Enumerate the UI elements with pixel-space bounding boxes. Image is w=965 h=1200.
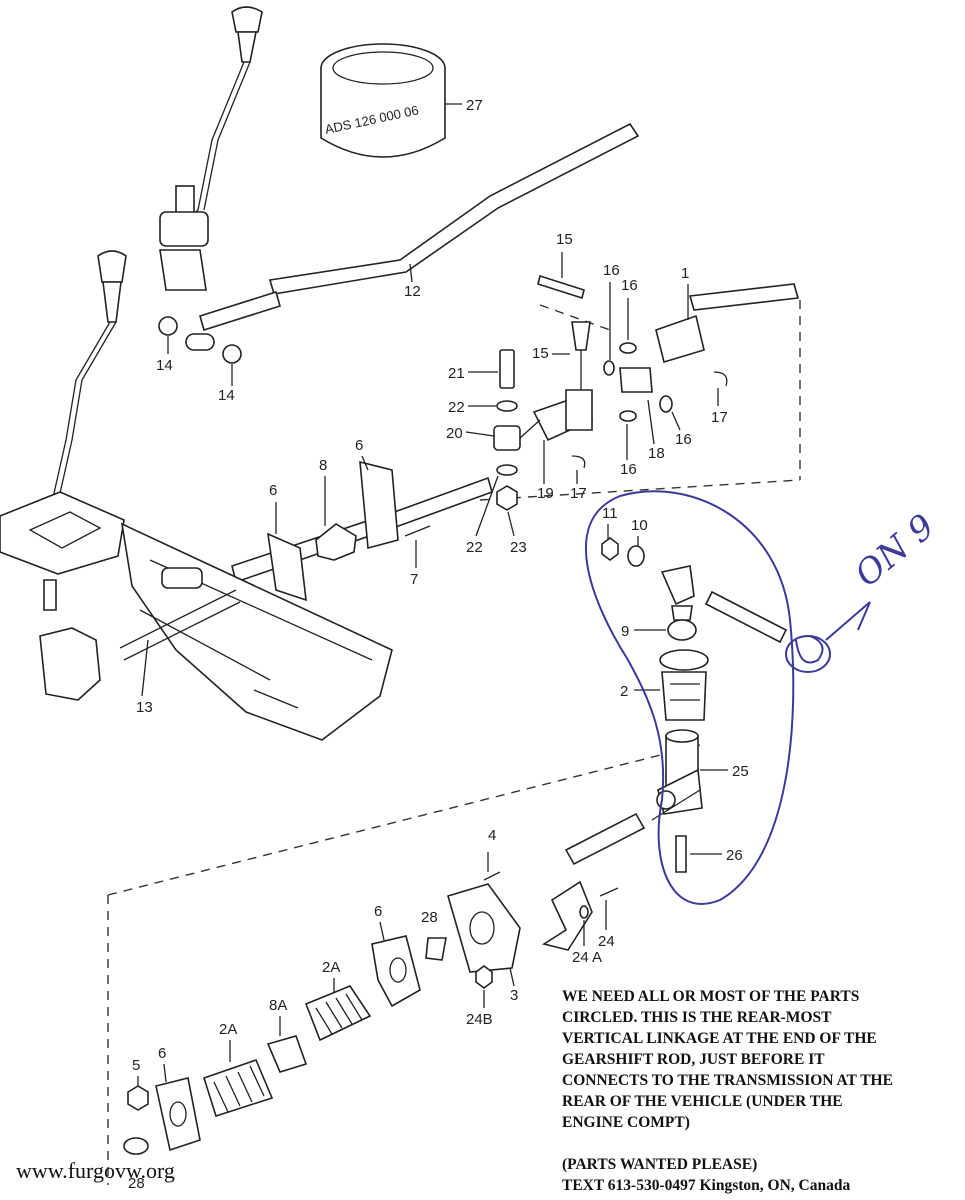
label-6-a: 6: [355, 437, 363, 454]
label-5: 5: [132, 1057, 140, 1074]
label-3: 3: [510, 987, 518, 1004]
label-6-d: 6: [158, 1045, 166, 1062]
label-1: 1: [681, 265, 689, 282]
upper-shift-lever: [159, 6, 263, 291]
label-6-b: 6: [269, 482, 277, 499]
label-2A-lower: 2A: [219, 1021, 237, 1038]
note-line: (PARTS WANTED PLEASE): [562, 1156, 758, 1173]
label-16-a: 16: [603, 262, 620, 279]
label-27: 27: [466, 97, 483, 114]
coupling-linkage-group: [493, 274, 800, 511]
dashed-frame: [107, 300, 801, 1185]
label-24B: 24B: [466, 1011, 493, 1028]
note-line: WE NEED ALL OR MOST OF THE PARTS: [562, 988, 860, 1005]
note-line: GEARSHIFT ROD, JUST BEFORE IT: [562, 1051, 825, 1068]
label-17-mid: 17: [570, 485, 587, 502]
note-line: ENGINE COMPT): [562, 1114, 690, 1131]
lower-shift-lever: [0, 250, 127, 701]
note-line: CONNECTS TO THE TRANSMISSION AT THE: [562, 1072, 893, 1089]
label-22-bottom: 22: [466, 539, 483, 556]
label-8: 8: [319, 457, 327, 474]
label-7: 7: [410, 571, 418, 588]
label-23: 23: [510, 539, 527, 556]
lower-rod: [541, 812, 646, 951]
label-2A-upper: 2A: [322, 959, 340, 976]
label-16-b: 16: [621, 277, 638, 294]
label-16-d: 16: [620, 461, 637, 478]
bushings-14: [158, 316, 242, 386]
label-16-c: 16: [675, 431, 692, 448]
label-13: 13: [136, 699, 153, 716]
gearshift-rod-12: [199, 122, 640, 332]
label-19: 19: [537, 485, 554, 502]
label-2: 2: [620, 683, 628, 700]
label-24: 24: [598, 933, 615, 950]
note-line: CIRCLED. THIS IS THE REAR-MOST: [562, 1009, 832, 1026]
label-10: 10: [631, 517, 648, 534]
label-17-right: 17: [711, 409, 728, 426]
label-21: 21: [448, 365, 465, 382]
label-24A: 24 A: [572, 949, 602, 966]
label-9: 9: [621, 623, 629, 640]
note-line: VERTICAL LINKAGE AT THE END OF THE: [562, 1030, 877, 1047]
label-28-mid: 28: [421, 909, 438, 926]
contact-line: TEXT 613-530-0497 Kingston, ON, Canada: [562, 1177, 851, 1194]
flange-parts: [123, 852, 619, 1155]
label-14-left: 14: [156, 357, 173, 374]
label-4: 4: [488, 827, 496, 844]
label-15-top: 15: [556, 231, 573, 248]
tunnel-housing: [119, 522, 393, 741]
label-18: 18: [648, 445, 665, 462]
label-25: 25: [732, 763, 749, 780]
watermark: www.furgovw.org: [16, 1158, 175, 1183]
label-20: 20: [446, 425, 463, 442]
ring-clamp-27: ADS 126 000 06: [320, 43, 462, 158]
label-8A: 8A: [269, 997, 287, 1014]
label-15-mid: 15: [532, 345, 549, 362]
label-6-c: 6: [374, 903, 382, 920]
label-12: 12: [404, 283, 421, 300]
label-22-top: 22: [448, 399, 465, 416]
note-line: REAR OF THE VEHICLE (UNDER THE: [562, 1093, 843, 1110]
label-26: 26: [726, 847, 743, 864]
parts-request-note: WE NEED ALL OR MOST OF THE PARTS CIRCLED…: [562, 986, 962, 1196]
rear-vertical-linkage: [601, 537, 788, 873]
label-14-right: 14: [218, 387, 235, 404]
label-11: 11: [602, 505, 618, 522]
handwritten-scribble: ON 9: [848, 507, 943, 596]
part-labels: 27 12 15 15 16 16 1 17 16 18 16 14 14 21…: [128, 97, 749, 1192]
springs: [203, 985, 372, 1118]
label-28-bottom: 28: [128, 1175, 145, 1192]
